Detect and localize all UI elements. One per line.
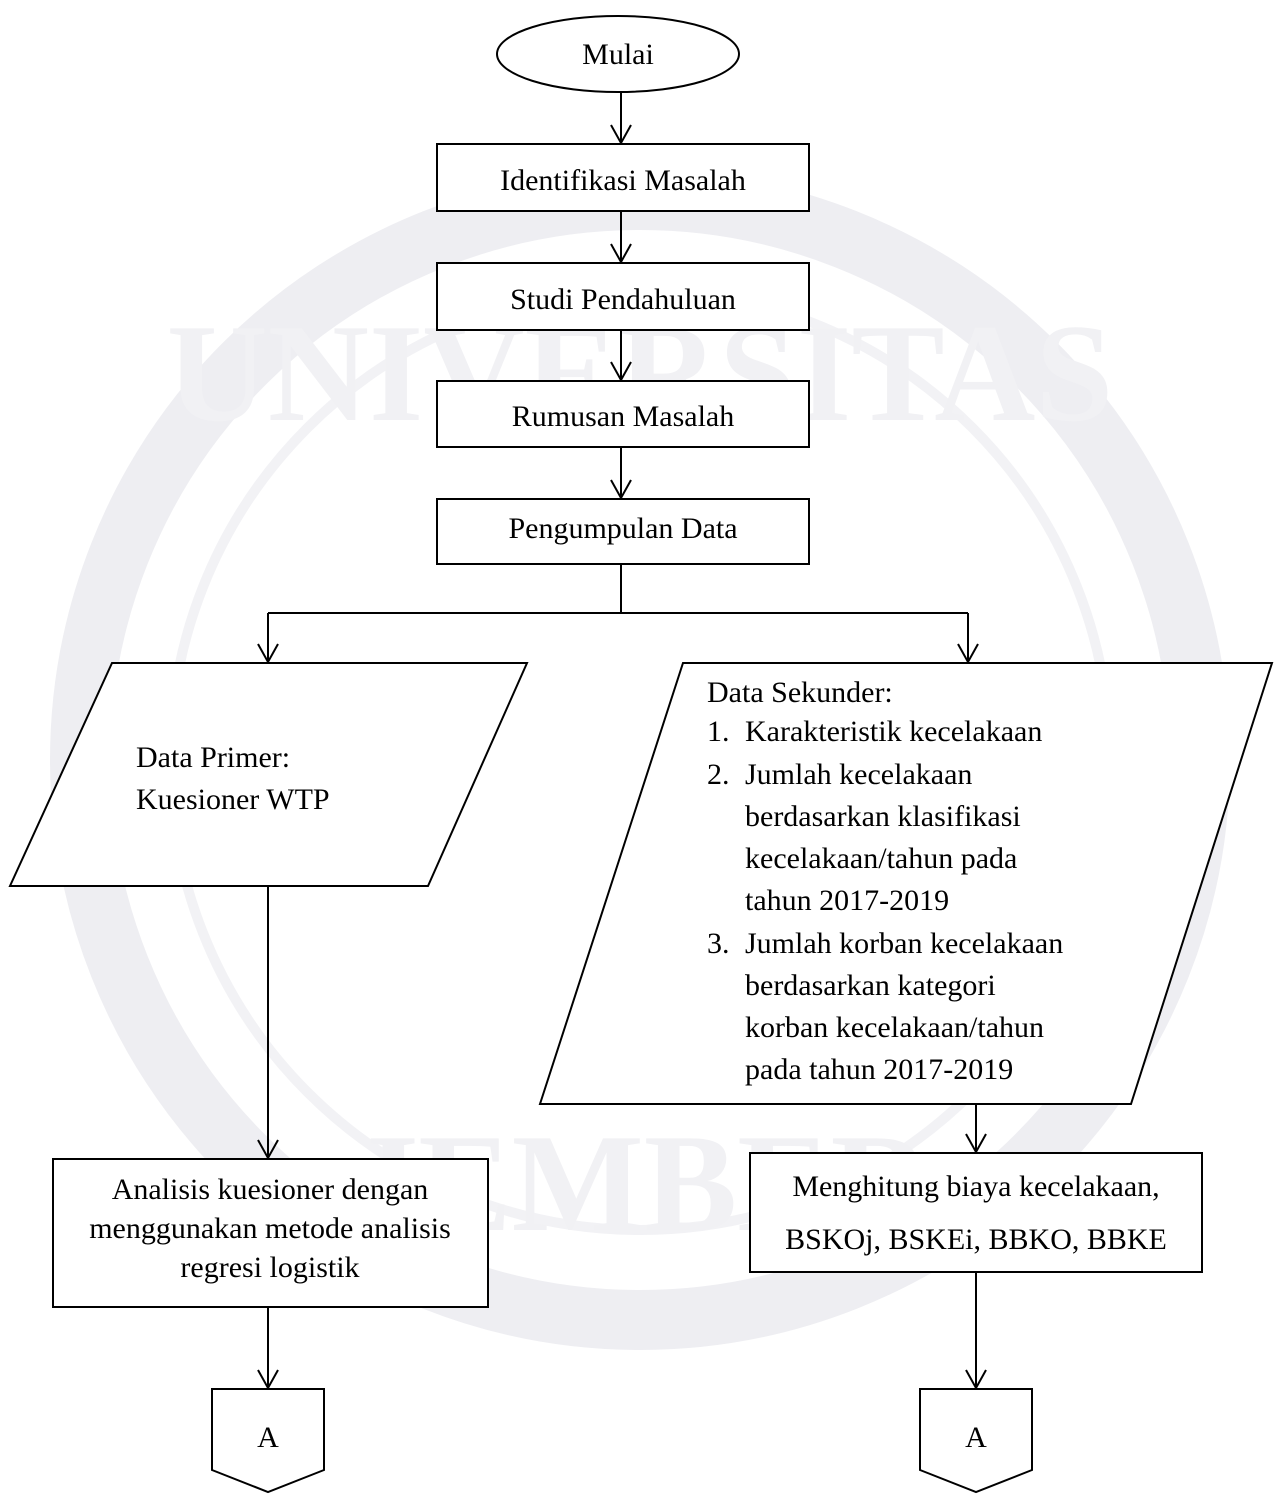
secondary-item-2-line-3: kecelakaan/tahun pada [745,842,1017,875]
identify-problem-label: Identifikasi Masalah [500,164,746,197]
start-terminator: Mulai [496,15,740,93]
primary-data-line2: Kuesioner WTP [136,783,330,816]
secondary-item-3-line-1: Jumlah korban kecelakaan [745,927,1063,960]
data-collection-label: Pengumpulan Data [508,512,737,545]
connector-left-label: A [257,1421,279,1454]
process-data-collection: Pengumpulan Data [436,498,810,565]
process-questionnaire-analysis: Analisis kuesioner dengan menggunakan me… [52,1158,489,1308]
secondary-item-3-line-4: pada tahun 2017-2019 [745,1053,1013,1086]
process-problem-formulation: Rumusan Masalah [436,380,810,448]
questionnaire-analysis-line-3: regresi logistik [180,1251,359,1284]
questionnaire-analysis-line-1: Analisis kuesioner dengan [112,1173,429,1206]
connector-right-label: A [965,1421,987,1454]
secondary-item-3-line-2: berdasarkan kategori [745,969,996,1002]
flow-lines [267,92,977,1388]
start-label: Mulai [582,38,654,71]
secondary-item-2-line-4: tahun 2017-2019 [745,884,949,917]
problem-formulation-label: Rumusan Masalah [512,400,734,433]
io-secondary-data: Data Sekunder: 1. Karakteristik kecelaka… [538,662,1274,1105]
io-primary-data: Data Primer: Kuesioner WTP [8,662,529,887]
secondary-item-3-number: 3. [707,927,730,960]
preliminary-study-label: Studi Pendahuluan [510,283,736,316]
offpage-connector-left: A [211,1388,325,1494]
cost-calculation-line-1: Menghitung biaya kecelakaan, [792,1170,1159,1203]
process-identify-problem: Identifikasi Masalah [436,143,810,212]
secondary-data-title: Data Sekunder: [707,676,893,709]
secondary-item-3-line-3: korban kecelakaan/tahun [745,1011,1044,1044]
secondary-item-1-number: 1. [707,715,730,748]
secondary-item-2-line-1: Jumlah kecelakaan [745,758,972,791]
secondary-item-2-line-2: berdasarkan klasifikasi [745,800,1021,833]
process-cost-calculation: Menghitung biaya kecelakaan, BSKOj, BSKE… [749,1152,1203,1273]
secondary-item-2-number: 2. [707,758,730,791]
process-preliminary-study: Studi Pendahuluan [436,262,810,331]
secondary-item-1-line-1: Karakteristik kecelakaan [745,715,1042,748]
offpage-connector-right: A [919,1388,1033,1494]
questionnaire-analysis-line-2: menggunakan metode analisis [89,1212,451,1245]
primary-data-title: Data Primer: [136,741,290,774]
cost-calculation-line-2: BSKOj, BSKEi, BBKO, BBKE [785,1223,1167,1256]
